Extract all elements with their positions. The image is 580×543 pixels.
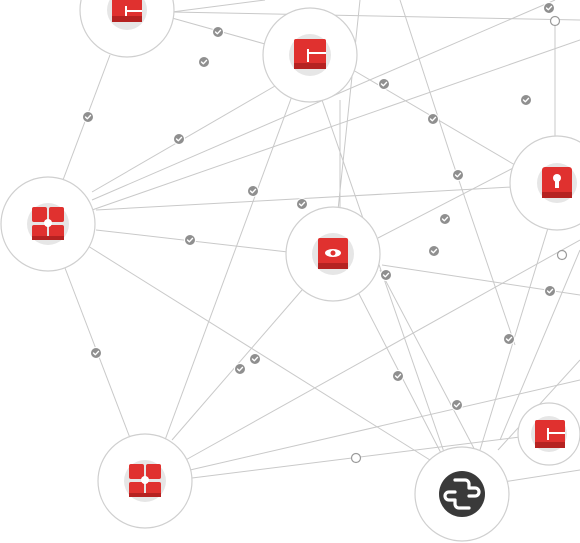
check-badge-icon: [380, 269, 392, 281]
red-block-cluster-icon: [129, 464, 161, 497]
node-left[interactable]: [0, 176, 96, 272]
check-badge-icon: [184, 234, 196, 246]
check-badge-icon: [198, 56, 210, 68]
node-right[interactable]: [509, 135, 580, 231]
check-badge-icon: [451, 399, 463, 411]
check-badge-icon: [247, 185, 259, 197]
check-badge-icon: [82, 111, 94, 123]
check-badge-icon: [378, 78, 390, 90]
pending-badges: [350, 15, 568, 464]
open-circle-badge-icon: [549, 15, 561, 27]
check-badge-icon: [544, 285, 556, 297]
check-badges: [82, 2, 556, 411]
node-bottom-right[interactable]: [517, 402, 580, 466]
node-hub[interactable]: [414, 446, 510, 542]
check-badge-icon: [543, 2, 555, 14]
connector-hub-icon: [443, 478, 481, 510]
check-badge-icon: [427, 113, 439, 125]
node-center[interactable]: [285, 206, 381, 302]
red-block-icon: [535, 420, 565, 448]
red-block-icon: [294, 39, 326, 69]
check-badge-icon: [439, 213, 451, 225]
node-bottom-left[interactable]: [97, 433, 193, 529]
check-badge-icon: [503, 333, 515, 345]
check-badge-icon: [90, 347, 102, 359]
check-badge-icon: [249, 353, 261, 365]
check-badge-icon: [173, 133, 185, 145]
node-top-left[interactable]: [79, 0, 175, 58]
check-badge-icon: [428, 245, 440, 257]
red-keyhole-block-icon: [542, 167, 572, 198]
red-block-cluster-icon: [32, 207, 64, 240]
check-badge-icon: [212, 26, 224, 38]
check-badge-icon: [452, 169, 464, 181]
node-top-center[interactable]: [262, 7, 358, 103]
open-circle-badge-icon: [556, 249, 568, 261]
check-badge-icon: [234, 363, 246, 375]
red-eye-block-icon: [318, 238, 348, 269]
open-circle-badge-icon: [350, 452, 362, 464]
check-badge-icon: [520, 94, 532, 106]
red-block-icon: [112, 0, 142, 22]
check-badge-icon: [296, 198, 308, 210]
check-badge-icon: [392, 370, 404, 382]
